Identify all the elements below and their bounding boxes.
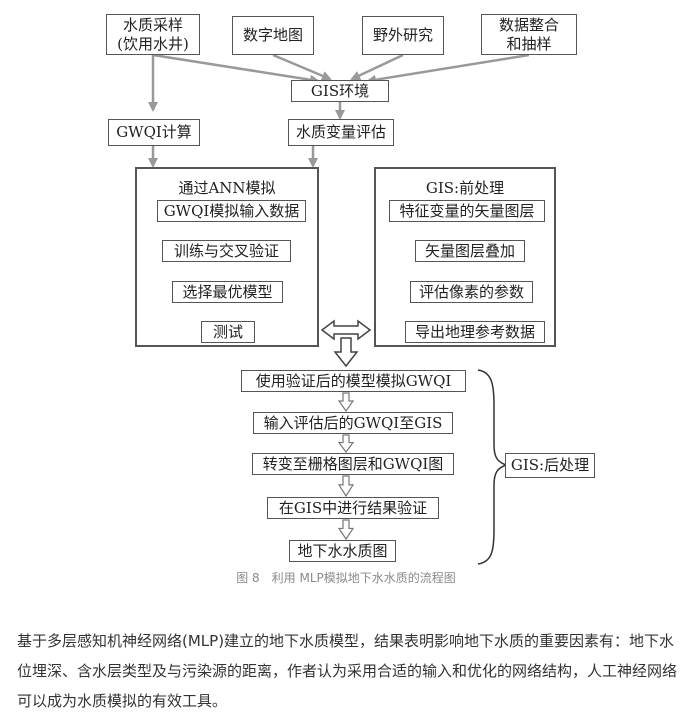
gis-pre-step-3: 评估像素的参数 <box>410 281 533 303</box>
post-step-5: 地下水水质图 <box>289 540 396 562</box>
gis-pre-step-2-label: 矢量图层叠加 <box>424 241 515 260</box>
down-arrow-to-post <box>333 337 359 368</box>
post-step-3-label: 转变至栅格图层和GWQI图 <box>262 454 444 473</box>
ann-step-4-label: 测试 <box>212 322 243 341</box>
post-step-4: 在GIS中进行结果验证 <box>267 497 439 519</box>
step-down-arrow-icon <box>337 392 355 413</box>
ann-step-4: 测试 <box>201 321 255 343</box>
ann-step-1: GWQI模拟输入数据 <box>157 200 306 222</box>
source-field-research: 野外研究 <box>362 16 444 55</box>
water-var-eval-box: 水质变量评估 <box>288 119 394 146</box>
arrow-data-to-gis <box>366 53 530 85</box>
ann-step-2: 训练与交叉验证 <box>162 240 291 262</box>
water-var-eval-label: 水质变量评估 <box>295 123 386 141</box>
body-paragraph: 基于多层感知机神经网络(MLP)建立的地下水质模型，结果表明影响地下水质的重要因… <box>17 632 678 710</box>
step-down-arrow-icon <box>337 475 355 498</box>
post-step-1: 使用验证后的模型模拟GWQI <box>241 370 466 392</box>
step-down-arrow-icon <box>337 519 355 541</box>
ann-step-1-label: GWQI模拟输入数据 <box>163 201 300 220</box>
arrow-map-to-gis <box>272 53 332 81</box>
bidirectional-arrow <box>320 319 372 341</box>
ann-panel-title: 通过ANN模拟 <box>178 179 276 197</box>
gis-pre-panel-title: GIS:前处理 <box>425 179 505 197</box>
ann-step-3-label: 选择最优模型 <box>182 282 273 301</box>
source-data-integration: 数据整合 和抽样 <box>481 14 577 55</box>
source-water-sampling: 水质采样 (饮用水井) <box>106 14 200 55</box>
post-processing-brace <box>477 369 509 565</box>
post-step-2-label: 输入评估后的GWQI至GIS <box>263 413 443 432</box>
gis-environment-label: GIS环境 <box>310 81 370 100</box>
post-step-4-label: 在GIS中进行结果验证 <box>278 498 428 517</box>
gis-post-label-box: GIS:后处理 <box>505 453 595 478</box>
gis-pre-step-3-label: 评估像素的参数 <box>418 282 524 301</box>
gis-pre-step-4: 导出地理参考数据 <box>405 321 545 343</box>
post-step-1-label: 使用验证后的模型模拟GWQI <box>255 371 452 390</box>
gis-environment-box: GIS环境 <box>291 80 389 102</box>
arrow-sampling-to-gis <box>152 53 320 85</box>
source-field-research-label: 野外研究 <box>372 26 433 44</box>
ann-step-2-label: 训练与交叉验证 <box>173 241 279 260</box>
post-step-5-label: 地下水水质图 <box>297 541 388 560</box>
gis-pre-step-4-label: 导出地理参考数据 <box>414 322 535 341</box>
gis-pre-step-1-label: 特征变量的矢量图层 <box>399 201 535 220</box>
ann-step-3: 选择最优模型 <box>172 281 283 303</box>
post-step-2: 输入评估后的GWQI至GIS <box>253 412 453 434</box>
arrow-field-to-gis <box>350 53 404 81</box>
gis-pre-step-1: 特征变量的矢量图层 <box>389 200 545 222</box>
gwqi-calc-label: GWQI计算 <box>116 123 192 141</box>
source-digital-map-label: 数字地图 <box>242 26 303 44</box>
source-digital-map: 数字地图 <box>232 16 314 55</box>
gis-post-label: GIS:后处理 <box>510 456 590 474</box>
source-data-integration-label: 数据整合 和抽样 <box>498 15 559 53</box>
step-down-arrow-icon <box>337 434 355 454</box>
gis-pre-step-2: 矢量图层叠加 <box>415 240 525 262</box>
figure-caption: 图 8 利用 MLP模拟地下水水质的流程图 <box>236 571 456 585</box>
source-water-sampling-label: 水质采样 (饮用水井) <box>117 15 189 53</box>
post-step-3: 转变至栅格图层和GWQI图 <box>252 453 454 475</box>
gwqi-calc-box: GWQI计算 <box>108 119 200 146</box>
